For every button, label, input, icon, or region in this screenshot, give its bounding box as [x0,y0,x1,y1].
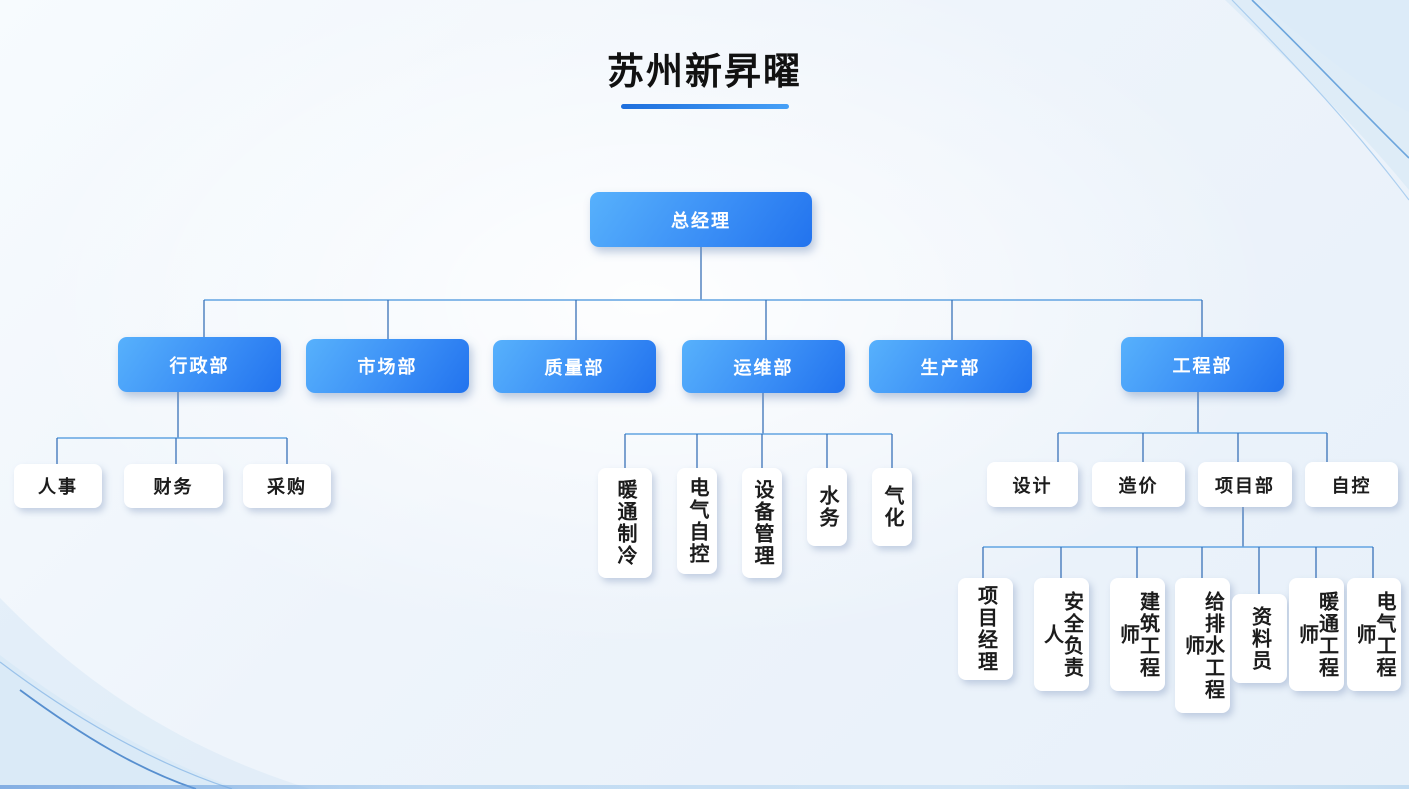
node-finance: 财务 [124,464,223,508]
node-safety-officer: 安全负责人 [1034,578,1089,691]
node-production-dept: 生产部 [869,340,1032,393]
node-water-services: 水务 [807,468,847,546]
node-plumbing-engineer: 给排水工程师 [1175,578,1230,713]
node-project-dept: 项目部 [1198,462,1292,507]
node-automation: 自控 [1305,462,1398,507]
node-admin-dept: 行政部 [118,337,281,392]
node-quality-dept: 质量部 [493,340,656,393]
node-electrical-automation: 电气自控 [677,468,717,574]
node-general-manager: 总经理 [590,192,812,247]
node-construction-engineer: 建筑工程师 [1110,578,1165,691]
title-underline [620,104,789,110]
node-document-controller: 资料员 [1232,594,1287,683]
node-operations-dept: 运维部 [682,340,845,393]
node-marketing-dept: 市场部 [306,339,469,393]
bottom-accent-strip [0,785,1409,789]
node-hr: 人事 [14,464,102,508]
node-design: 设计 [987,462,1078,507]
node-hvac-refrigeration: 暖通制冷 [598,468,652,578]
node-cost-estimation: 造价 [1092,462,1185,507]
node-gasification: 气化 [872,468,912,546]
node-project-manager: 项目经理 [958,578,1013,680]
node-procurement: 采购 [243,464,331,508]
node-hvac-engineer: 暖通工程师 [1289,578,1344,691]
title-block: 苏州新昇曜 [0,50,1409,110]
node-electrical-engineer: 电气工程师 [1347,578,1401,691]
node-engineering-dept: 工程部 [1121,337,1284,392]
page-title: 苏州新昇曜 [607,51,802,92]
node-equipment-management: 设备管理 [742,468,782,578]
